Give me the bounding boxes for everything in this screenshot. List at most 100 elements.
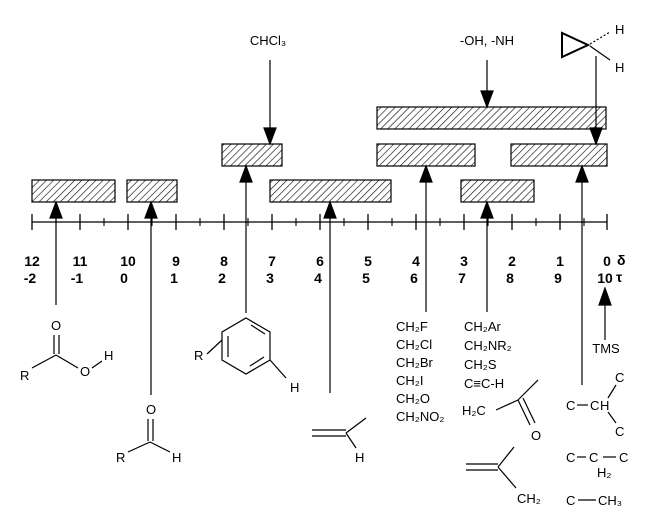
arrowhead: [239, 164, 253, 183]
delta-symbol: δ: [617, 252, 626, 268]
ketone-structure: H₂C O: [462, 379, 541, 443]
delta-tick-label: 6: [316, 253, 324, 269]
atom-label: C: [589, 450, 598, 465]
range-bar-carboxylic-acid: [31, 179, 116, 203]
aldehyde-structure: O R H: [116, 402, 181, 465]
atom-label: C: [615, 370, 624, 385]
atom-label: CH₂: [517, 491, 541, 506]
range-bar-alpha-heteroatom: [376, 143, 476, 167]
carboxylic-acid-structure: O R O H: [20, 318, 113, 383]
arrowhead: [419, 164, 433, 183]
tau-tick-label: 7: [458, 270, 466, 286]
atom-label: H: [104, 348, 113, 363]
axis-ticks: [31, 214, 608, 230]
range-bar-alkyl: [510, 143, 608, 167]
atom-label: C: [590, 398, 599, 413]
arrowhead: [480, 90, 494, 109]
atom-label: H: [600, 398, 609, 413]
arrowhead: [144, 200, 158, 219]
tau-tick-label: 5: [362, 270, 370, 286]
group-item: CH₂Ar: [464, 319, 501, 334]
arrowhead: [598, 286, 612, 306]
pointer-arrows: [49, 56, 612, 395]
atom-label: H: [615, 22, 624, 37]
cyclopropane-ring: [561, 31, 591, 59]
oh-nh-label: -OH, -NH: [460, 33, 514, 48]
arrowhead: [480, 200, 494, 219]
delta-tick-label: 1: [556, 253, 564, 269]
atom-label: C: [615, 424, 624, 439]
atom-label: H₂C: [462, 403, 486, 418]
atom-label: H₂: [597, 465, 611, 480]
axis: 12 11 10 9 8 7 6 5 4 3 2 1 0 δ -2 -1 0 1…: [24, 214, 626, 286]
delta-tick-label: 12: [24, 253, 40, 269]
tau-tick-label: -1: [71, 270, 84, 286]
atom-label: O: [80, 364, 90, 379]
arrowhead: [589, 127, 603, 146]
delta-tick-label: 5: [364, 253, 372, 269]
atom-label: R: [20, 368, 29, 383]
range-bar-oh-nh: [376, 106, 607, 130]
tau-tick-label: 6: [410, 270, 418, 286]
atom-label: O: [51, 318, 61, 333]
atom-label: CH₃: [598, 493, 622, 508]
atom-label: C: [566, 450, 575, 465]
arrowhead: [323, 200, 337, 219]
tau-symbol: τ: [616, 269, 623, 285]
arrowhead: [575, 164, 589, 183]
benzene-ring: [221, 317, 271, 375]
group-item: CH₂NR₂: [464, 338, 512, 353]
arrowhead: [49, 200, 63, 219]
alpha-aromatic-list: CH₂Ar CH₂NR₂ CH₂S C≡C-H: [464, 319, 512, 391]
group-item: CH₂Br: [396, 355, 433, 370]
atom-label: O: [531, 428, 541, 443]
atom-label: H: [355, 450, 364, 465]
cyclopropane-structure: H H: [561, 22, 624, 75]
delta-tick-label: 9: [172, 253, 180, 269]
range-bars: [31, 106, 608, 203]
alkyl-structures: C C H C C C C H₂ C C CH₃: [566, 370, 628, 508]
group-item: CH₂I: [396, 373, 423, 388]
range-bar-aldehyde: [126, 179, 178, 203]
range-bar-vinyl: [269, 179, 392, 203]
delta-tick-label: 10: [120, 253, 136, 269]
tau-tick-label: 2: [218, 270, 226, 286]
atom-label: R: [116, 450, 125, 465]
atom-label: C: [619, 450, 628, 465]
delta-tick-label: 11: [73, 253, 88, 269]
alpha-heteroatom-list: CH₂F CH₂Cl CH₂Br CH₂I CH₂O CH₂NO₂: [396, 319, 444, 424]
atom-label: H: [172, 450, 181, 465]
alkene-structure: CH₂: [466, 446, 541, 506]
delta-tick-label: 0: [603, 253, 611, 269]
tau-tick-label: 4: [314, 270, 322, 286]
atom-label: H: [615, 60, 624, 75]
range-bar-alpha-aromatic: [460, 179, 535, 203]
delta-tick-label: 3: [460, 253, 468, 269]
vinyl-structure: H: [312, 417, 367, 465]
atom-label: O: [146, 402, 156, 417]
tau-tick-label: 3: [266, 270, 274, 286]
chcl3-label: CHCl₃: [250, 33, 286, 48]
tau-tick-label: 1: [170, 270, 178, 286]
tau-tick-label: 9: [554, 270, 562, 286]
group-item: CH₂S: [464, 357, 497, 372]
tau-tick-label: 10: [597, 270, 613, 286]
atom-label: R: [194, 348, 203, 363]
tau-tick-label: 0: [120, 270, 128, 286]
group-item: CH₂O: [396, 391, 430, 406]
atom-label: C: [566, 398, 575, 413]
range-bar-aromatic: [221, 143, 283, 167]
delta-tick-label: 7: [268, 253, 276, 269]
delta-tick-label: 4: [412, 253, 420, 269]
tau-tick-labels: -2 -1 0 1 2 3 4 5 6 7 8 9 10 τ: [24, 269, 623, 286]
atom-label: H: [290, 380, 299, 395]
tau-tick-label: 8: [506, 270, 514, 286]
delta-tick-labels: 12 11 10 9 8 7 6 5 4 3 2 1 0 δ: [24, 252, 625, 269]
arrowhead: [263, 127, 277, 146]
atom-label: C: [566, 493, 575, 508]
group-item: C≡C-H: [464, 376, 504, 391]
group-item: CH₂Cl: [396, 337, 432, 352]
group-item: CH₂NO₂: [396, 409, 444, 424]
benzene-structure: R H: [194, 317, 299, 395]
